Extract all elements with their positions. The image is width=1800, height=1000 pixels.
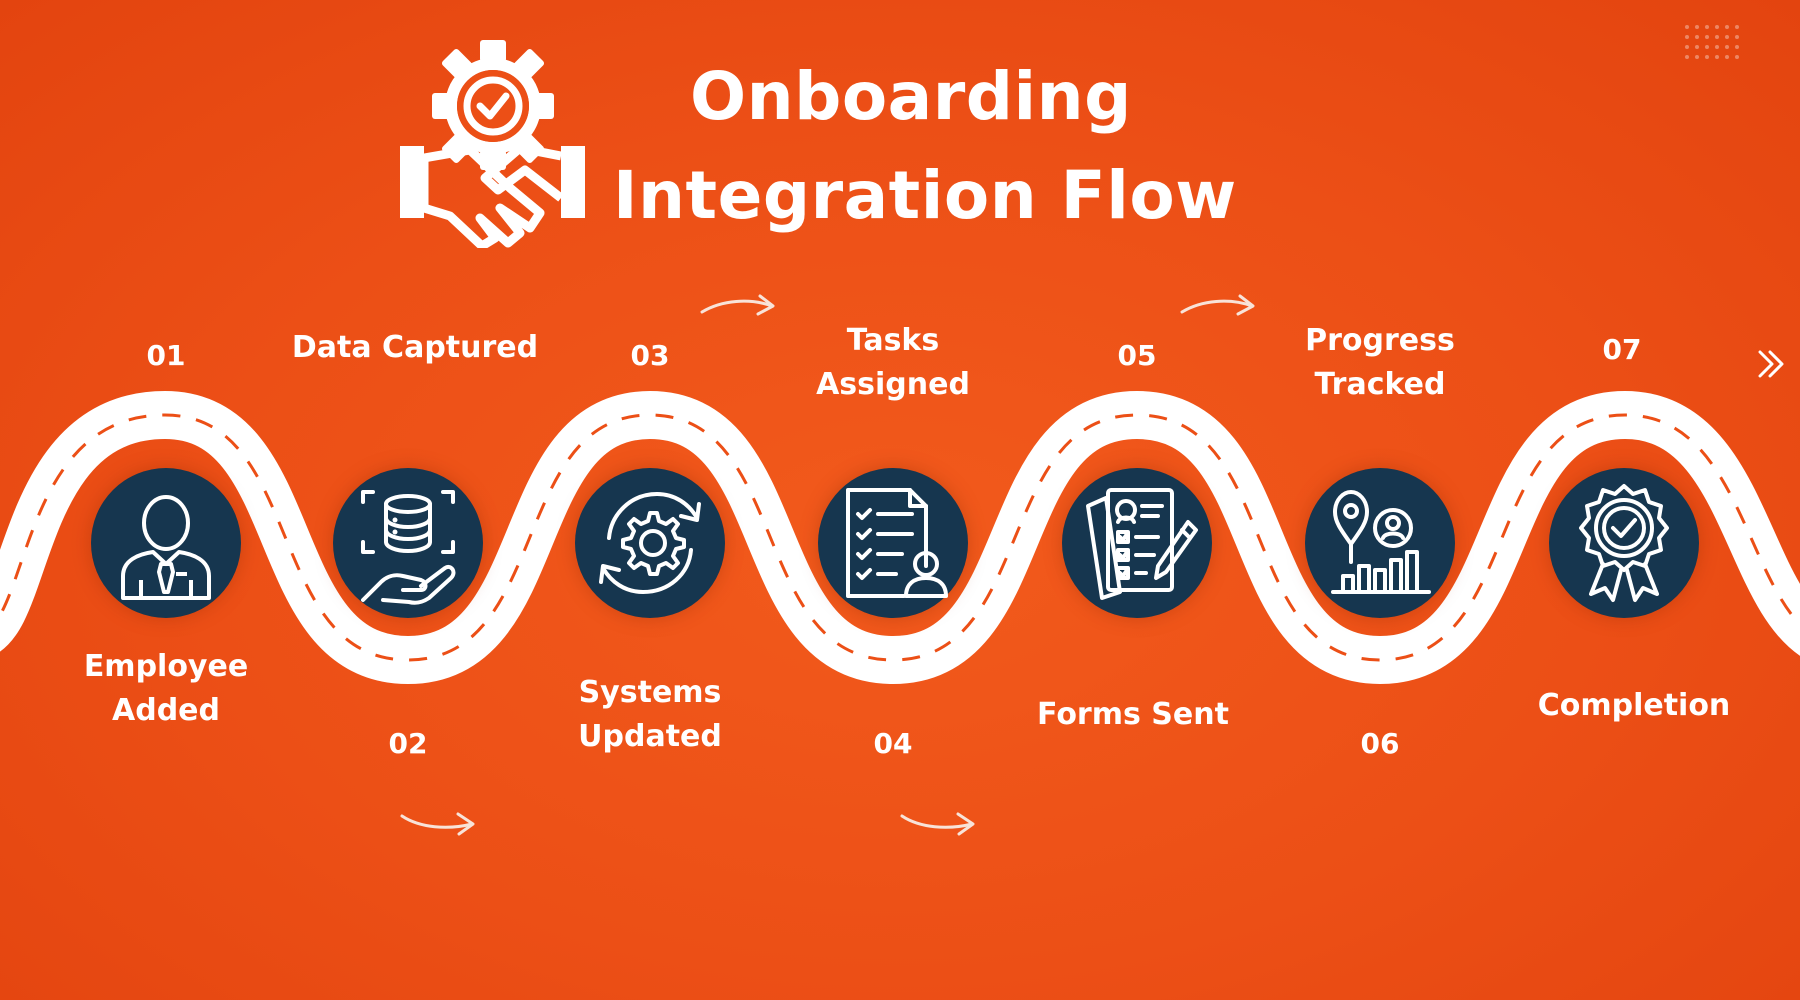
step-01-label-line2: Added <box>112 693 220 728</box>
step-01-number: 01 <box>146 339 186 372</box>
step-01-label-line1: Employee <box>83 649 249 684</box>
step-06-label: Progress Tracked <box>1305 319 1455 407</box>
step-05-icon-circle <box>1062 468 1212 618</box>
step-02-icon-circle <box>333 468 483 618</box>
step-02-number: 02 <box>388 727 428 760</box>
step-03-label-line1: Systems <box>578 675 722 710</box>
award-badge-icon <box>1579 484 1669 602</box>
step-03-icon-circle <box>575 468 725 618</box>
page-title-line2: Integration Flow <box>613 157 1237 234</box>
step-03-number: 03 <box>630 339 670 372</box>
step-07-label-line1: Completion <box>1537 688 1731 723</box>
step-05-number: 05 <box>1117 339 1157 372</box>
step-06-icon-circle <box>1305 468 1455 618</box>
step-07-icon-circle <box>1549 468 1699 618</box>
employee-icon <box>121 495 211 600</box>
step-01-label: Employee Added <box>84 645 248 733</box>
curved-arrow-right-icon <box>700 294 775 316</box>
step-06-label-line1: Progress <box>1305 323 1455 358</box>
dot-grid-decoration <box>1685 25 1739 59</box>
step-07-number: 07 <box>1602 333 1642 366</box>
title-block: Onboarding Integration Flow <box>0 0 1800 260</box>
curved-arrow-right-icon <box>900 812 975 836</box>
step-04-label-line1: Tasks <box>846 323 940 358</box>
curved-arrow-right-icon <box>1180 294 1255 316</box>
step-01-icon-circle <box>91 468 241 618</box>
step-04-label-line2: Assigned <box>816 367 970 402</box>
gear-handshake-check-icon <box>400 38 585 251</box>
curved-arrow-right-icon <box>400 812 475 836</box>
step-04-number: 04 <box>873 727 913 760</box>
forms-icon <box>1086 488 1198 600</box>
step-07-label: Completion <box>1538 684 1731 728</box>
step-06-number: 06 <box>1360 727 1400 760</box>
step-02-label-line1: Data Captured <box>291 330 539 365</box>
step-05-label: Forms Sent <box>1037 693 1229 737</box>
progress-chart-icon <box>1331 490 1431 594</box>
step-04-label: Tasks Assigned <box>816 319 970 407</box>
step-06-label-line2: Tracked <box>1314 367 1446 402</box>
step-02-label: Data Captured <box>292 326 538 370</box>
page-title-line1: Onboarding <box>690 58 1132 135</box>
step-05-label-line1: Forms Sent <box>1037 697 1229 732</box>
step-03-label-line2: Updated <box>578 719 722 754</box>
double-chevron-right-icon <box>1758 350 1784 378</box>
gear-sync-icon <box>599 492 701 594</box>
task-checklist-icon <box>846 488 948 598</box>
database-hand-icon <box>361 490 456 605</box>
step-03-label: Systems Updated <box>578 671 722 759</box>
step-04-icon-circle <box>818 468 968 618</box>
